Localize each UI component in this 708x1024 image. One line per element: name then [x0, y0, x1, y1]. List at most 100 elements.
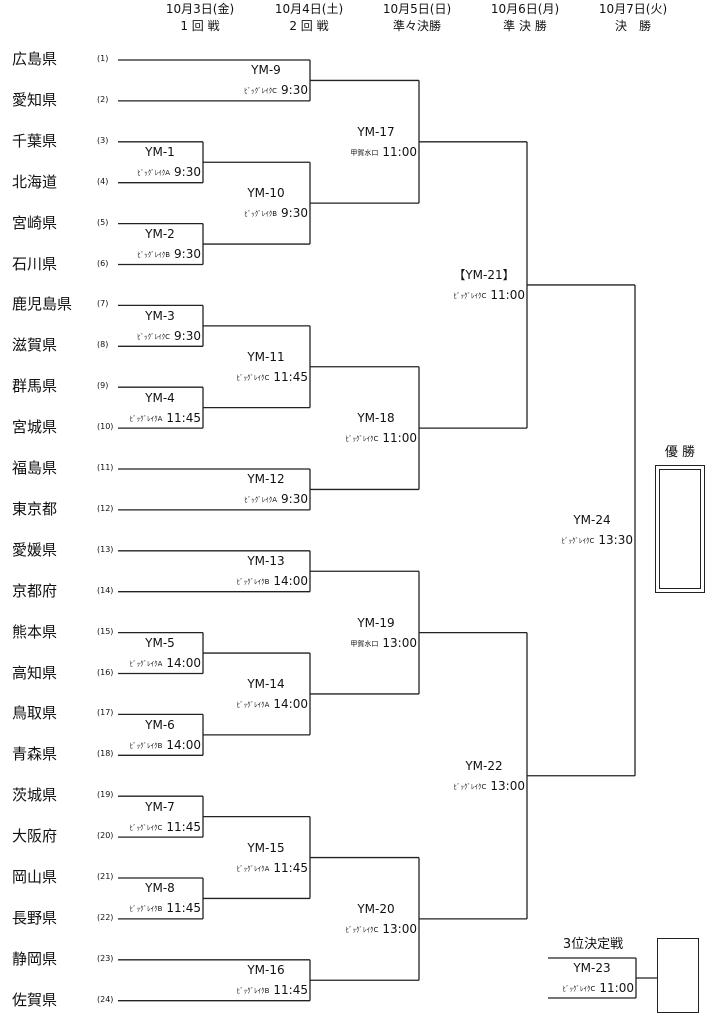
round-name: 準 決 勝 [503, 19, 547, 33]
match-id: YM-7 [145, 799, 175, 814]
team-seed: (24) [97, 994, 114, 1004]
match-venue: ﾋﾞｯｸﾞﾚｲｸC [244, 87, 278, 96]
round-header: 10月7日(火)決 勝 [578, 1, 688, 35]
round-name: 2 回 戦 [289, 19, 329, 33]
match-venue: ﾋﾞｯｸﾞﾚｲｸA [236, 864, 270, 873]
team-name: 熊本県 [12, 622, 58, 641]
third-place-label: 3位決定戦 [562, 937, 624, 952]
match-time: 13:30 [598, 533, 633, 548]
match-venue: 甲賀水口 [350, 639, 379, 648]
team-name: 広島県 [12, 50, 58, 68]
match-time: 11:45 [166, 901, 201, 916]
round-header: 10月5日(日)準々決勝 [362, 1, 472, 35]
match-time: 11:00 [599, 981, 634, 995]
match-id: YM-24 [573, 513, 611, 528]
team-seed: (22) [97, 912, 114, 922]
team-seed: (10) [97, 422, 114, 432]
match-id: YM-12 [247, 472, 285, 487]
round-date: 10月3日(金) [165, 2, 235, 16]
champion-box-inner [659, 469, 701, 589]
match-venue: ﾋﾞｯｸﾞﾚｲｸA [236, 700, 270, 709]
match-id: YM-16 [247, 963, 285, 978]
match-venue: ﾋﾞｯｸﾞﾚｲｸB [244, 210, 278, 219]
match-time: 9:30 [281, 83, 308, 98]
match-time: 9:30 [281, 206, 308, 221]
match-venue: ﾋﾞｯｸﾞﾚｲｸA [129, 660, 163, 669]
match-time: 11:45 [273, 983, 308, 998]
team-seed: (11) [97, 463, 114, 472]
round-name: 決 勝 [614, 19, 651, 33]
team-seed: (1) [97, 54, 109, 63]
match-venue: ﾋﾞｯｸﾞﾚｲｸA [129, 414, 163, 423]
match-time: 13:00 [382, 921, 417, 936]
match-id: YM-13 [247, 554, 285, 569]
team-name: 静岡県 [12, 949, 58, 968]
team-name: 宮崎県 [12, 213, 58, 232]
round-date: 10月6日(月) [490, 2, 560, 16]
team-name: 滋賀県 [12, 336, 58, 355]
match-id: YM-14 [247, 676, 285, 691]
match-id: YM-22 [465, 758, 503, 773]
team-name: 北海道 [12, 172, 58, 191]
match-id: YM-15 [247, 840, 285, 855]
match-id: YM-23 [573, 961, 611, 975]
match-venue: ﾋﾞｯｸﾞﾚｲｸA [244, 496, 278, 505]
match-id: YM-20 [357, 901, 395, 916]
match-venue: ﾋﾞｯｸﾞﾚｲｸC [561, 537, 595, 546]
match-time: 13:00 [382, 635, 417, 650]
champion-label: 優 勝 [664, 445, 696, 460]
round-header: 10月4日(土) 2 回 戦 [254, 1, 364, 35]
team-name: 茨城県 [12, 786, 58, 805]
round-date: 10月5日(日) [382, 2, 452, 16]
champion-box [655, 465, 705, 593]
match-id: YM-11 [247, 349, 285, 364]
match-time: 11:45 [166, 410, 201, 425]
team-seed: (5) [97, 217, 109, 227]
team-seed: (20) [97, 831, 114, 841]
team-seed: (12) [97, 503, 114, 513]
round-date: 10月4日(土) [274, 2, 344, 16]
match-time: 11:45 [273, 369, 308, 384]
team-seed: (8) [97, 340, 109, 350]
team-seed: (3) [97, 135, 109, 145]
match-time: 11:45 [166, 819, 201, 834]
team-seed: (6) [97, 258, 109, 268]
team-name: 京都府 [12, 581, 58, 600]
match-venue: 甲賀水口 [350, 148, 379, 157]
team-seed: (15) [97, 626, 114, 636]
match-id: YM-3 [145, 308, 175, 323]
match-time: 11:00 [382, 431, 417, 446]
match-id: YM-17 [357, 124, 395, 139]
team-seed: (18) [97, 749, 114, 759]
team-name: 鳥取県 [12, 704, 58, 723]
team-seed: (2) [97, 94, 109, 104]
match-venue: ﾋﾞｯｸﾞﾚｲｸA [137, 169, 171, 178]
round-header: 10月3日(金)1 回 戦 [145, 1, 255, 35]
match-id: YM-6 [145, 717, 175, 732]
match-venue: ﾋﾞｯｸﾞﾚｲｸC [345, 925, 379, 934]
match-venue: ﾋﾞｯｸﾞﾚｲｸB [137, 251, 171, 260]
match-time: 9:30 [174, 328, 201, 343]
team-name: 大阪府 [12, 827, 58, 846]
team-seed: (7) [97, 299, 109, 309]
team-name: 長野県 [12, 908, 58, 927]
team-seed: (4) [97, 176, 109, 186]
team-name: 岡山県 [12, 868, 58, 886]
match-venue: ﾋﾞｯｸﾞﾚｲｸB [236, 987, 270, 996]
